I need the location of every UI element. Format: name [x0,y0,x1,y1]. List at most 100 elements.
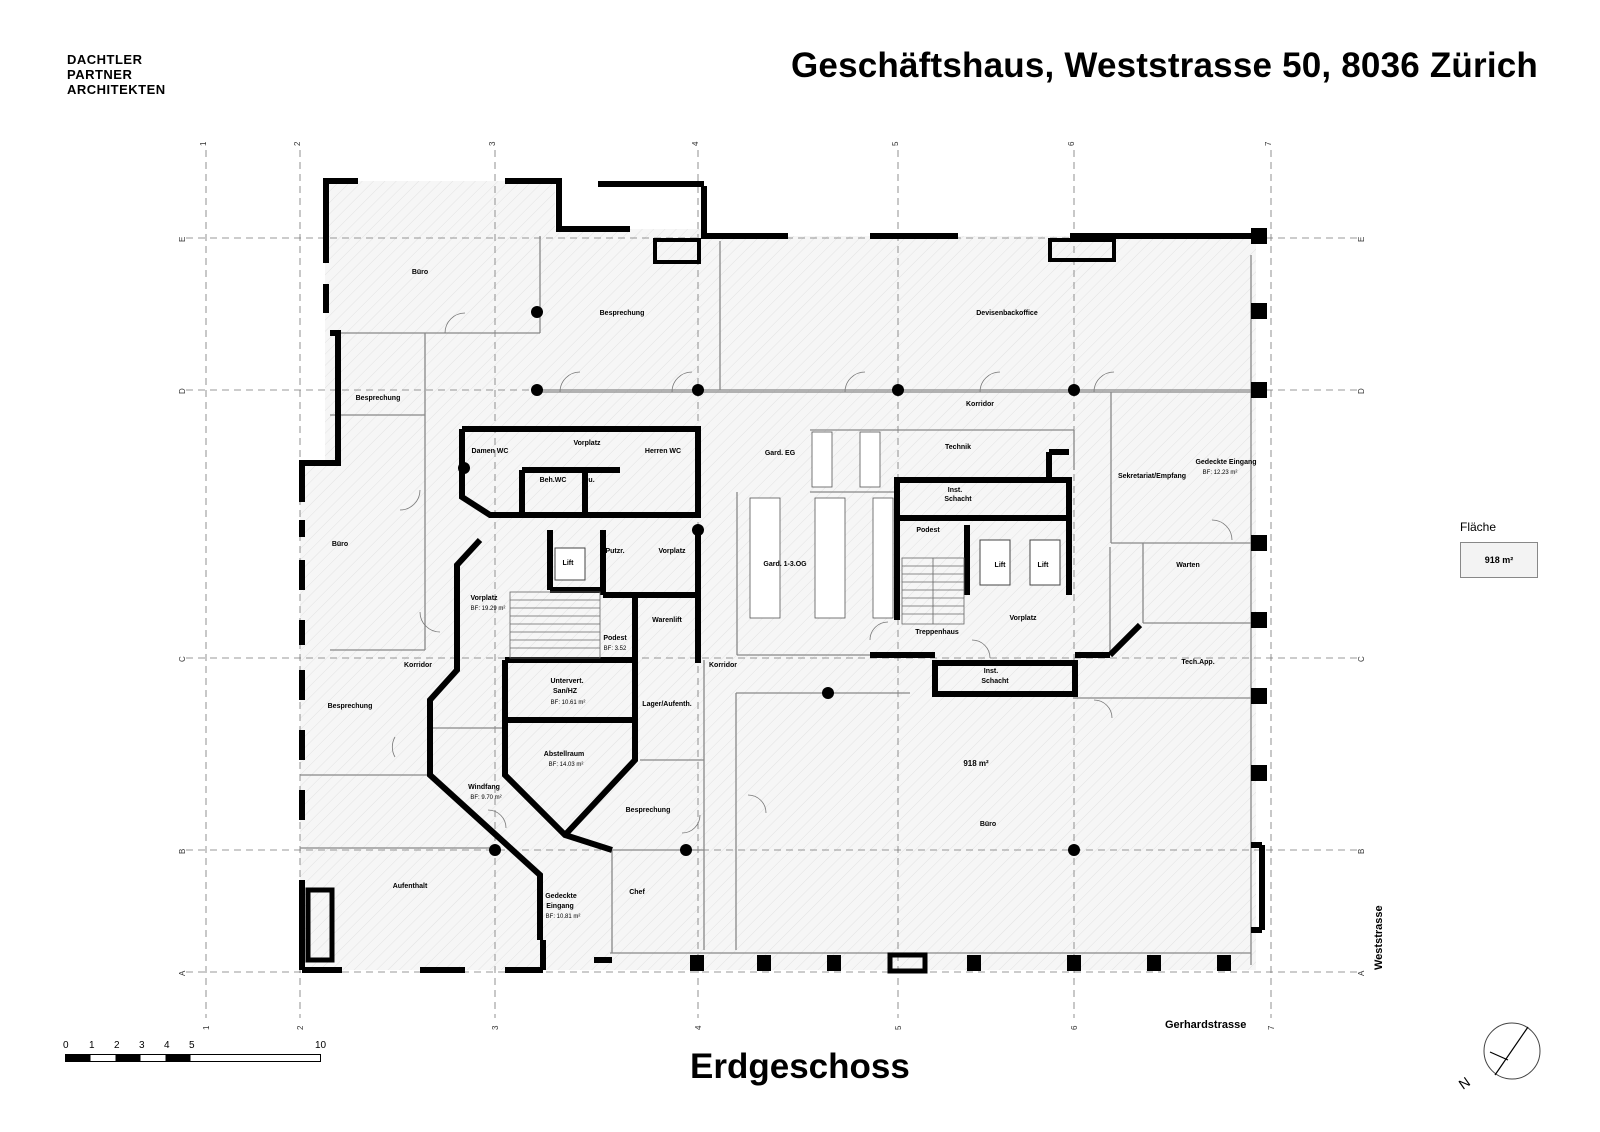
room-label: BF: 12.23 m² [1203,470,1238,476]
room-label: Büro [332,541,348,548]
room-label: Gedeckte [545,893,577,900]
room-label: Chef [629,889,645,896]
room-label: Treppenhaus [915,629,959,636]
room-label: BF: 10.61 m² [551,700,586,706]
stairs [509,557,965,659]
room-label: Lift [1038,562,1050,569]
grid-row-label: C [1357,656,1366,662]
scale-tick-label: 4 [164,1040,170,1051]
room-label: Devisenbackoffice [976,310,1038,317]
room-label: Gard. 1-3.OG [763,561,807,568]
grid-col-label: 1 [199,141,208,146]
room-label: Schacht [944,496,972,503]
room-label: Vorplatz [470,595,498,602]
room-label: Du. [583,477,594,484]
room-label: Untervert. [550,678,583,685]
room-label: Besprechung [356,395,401,402]
lift-cabins [554,539,1061,586]
grid-col-label: 5 [894,1025,903,1030]
north-label: N [1456,1074,1473,1093]
firm-logo: DACHTLER PARTNER ARCHITEKTEN [67,52,166,97]
grid-row-label: D [178,388,187,394]
grid-col-label: 4 [691,141,700,146]
page-title: Geschäftshaus, Weststrasse 50, 8036 Züri… [790,46,1538,85]
room-label: Sekretariat/Empfang [1118,473,1186,480]
room-label: Eingang [546,903,574,910]
legend-value: 918 m² [1484,555,1514,565]
grid-col-label: 5 [891,141,900,146]
scale-bar-graphic [65,1054,321,1062]
room-label: BF: 14.03 m² [549,762,584,768]
grid-col-label: 1 [202,1025,211,1030]
grid-row-label: B [178,849,187,854]
scale-tick-label: 10 [315,1040,327,1051]
room-label: Lager/Aufenth. [642,701,691,708]
scale-tick-label: 0 [63,1040,69,1051]
room-label: Korridor [709,662,737,669]
room-label: Büro [980,821,996,828]
room-label: Windfang [468,784,500,791]
scale-tick-label: 5 [189,1040,195,1051]
room-label: Besprechung [328,703,373,710]
street-south: Gerhardstrasse [1165,1019,1246,1031]
grid-row-label: B [1357,849,1366,854]
room-label: BF: 9.70 m² [470,795,501,801]
grid-row-label: E [1357,237,1366,242]
room-label: Büro [412,269,428,276]
room-label: Korridor [404,662,432,669]
firm-line-3: ARCHITEKTEN [67,82,166,97]
grid-row-label: E [178,237,187,242]
north-arrow: N [1456,1022,1541,1093]
plan-subtitle: Erdgeschoss [690,1047,910,1086]
grid-row-label: C [178,656,187,662]
grid-row-label: A [178,970,187,976]
room-label: Podest [916,527,940,534]
room-label: Vorplatz [1009,615,1037,622]
room-label: Gard. EG [765,450,796,457]
firm-line-1: DACHTLER [67,52,143,67]
structural-walls [299,178,1265,973]
room-label: Inst. [948,487,962,494]
door-swings [391,312,1233,834]
firm-line-2: PARTNER [67,67,133,82]
room-label: Putzr. [605,548,624,555]
room-label: Damen WC [472,448,509,455]
grid-col-label: 7 [1267,1025,1276,1030]
grid-col-label: 7 [1264,141,1273,146]
room-label: BF: 19.29 m² [471,606,506,612]
grid-col-label: 3 [491,1025,500,1030]
scale-tick-label: 3 [139,1040,145,1051]
pillars [305,228,1267,974]
legend-label: Fläche [1460,520,1497,534]
lockers [749,431,894,619]
room-label: Tech.App. [1181,659,1214,666]
grid-labels: 1 2 3 4 5 6 7 1 2 3 4 5 6 7 E D C B A E … [178,141,1366,1030]
room-label: Aufenthalt [393,883,428,890]
grid-col-label: 2 [293,141,302,146]
grid-row-label: A [1357,970,1366,976]
grid-col-label: 6 [1067,141,1076,146]
room-label: Besprechung [626,807,671,814]
room-label: Vorplatz [573,440,601,447]
room-label: San/HZ [553,688,578,695]
room-label: 918 m² [963,759,989,768]
room-label: Vorplatz [658,548,686,555]
room-label: Herren WC [645,448,681,455]
room-label: Technik [945,444,971,451]
room-label: Podest [603,635,627,642]
scale-tick-label: 1 [89,1040,95,1051]
room-label: Inst. [984,668,998,675]
room-label: Abstellraum [544,751,584,758]
room-label: BF: 10.81 m² [546,914,581,920]
room-label: Warenlift [652,617,682,624]
room-label: Warten [1176,562,1199,569]
grid-col-label: 3 [488,141,497,146]
room-label: Gedeckte Eingang [1195,459,1256,466]
room-label: Schacht [981,678,1009,685]
room-label: Beh.WC [540,477,567,484]
room-labels: Büro Besprechung Devisenbackoffice Korri… [328,269,1257,920]
grid-col-label: 6 [1070,1025,1079,1030]
room-label: Besprechung [600,310,645,317]
room-label: Lift [563,560,575,567]
grid-col-label: 4 [694,1025,703,1030]
